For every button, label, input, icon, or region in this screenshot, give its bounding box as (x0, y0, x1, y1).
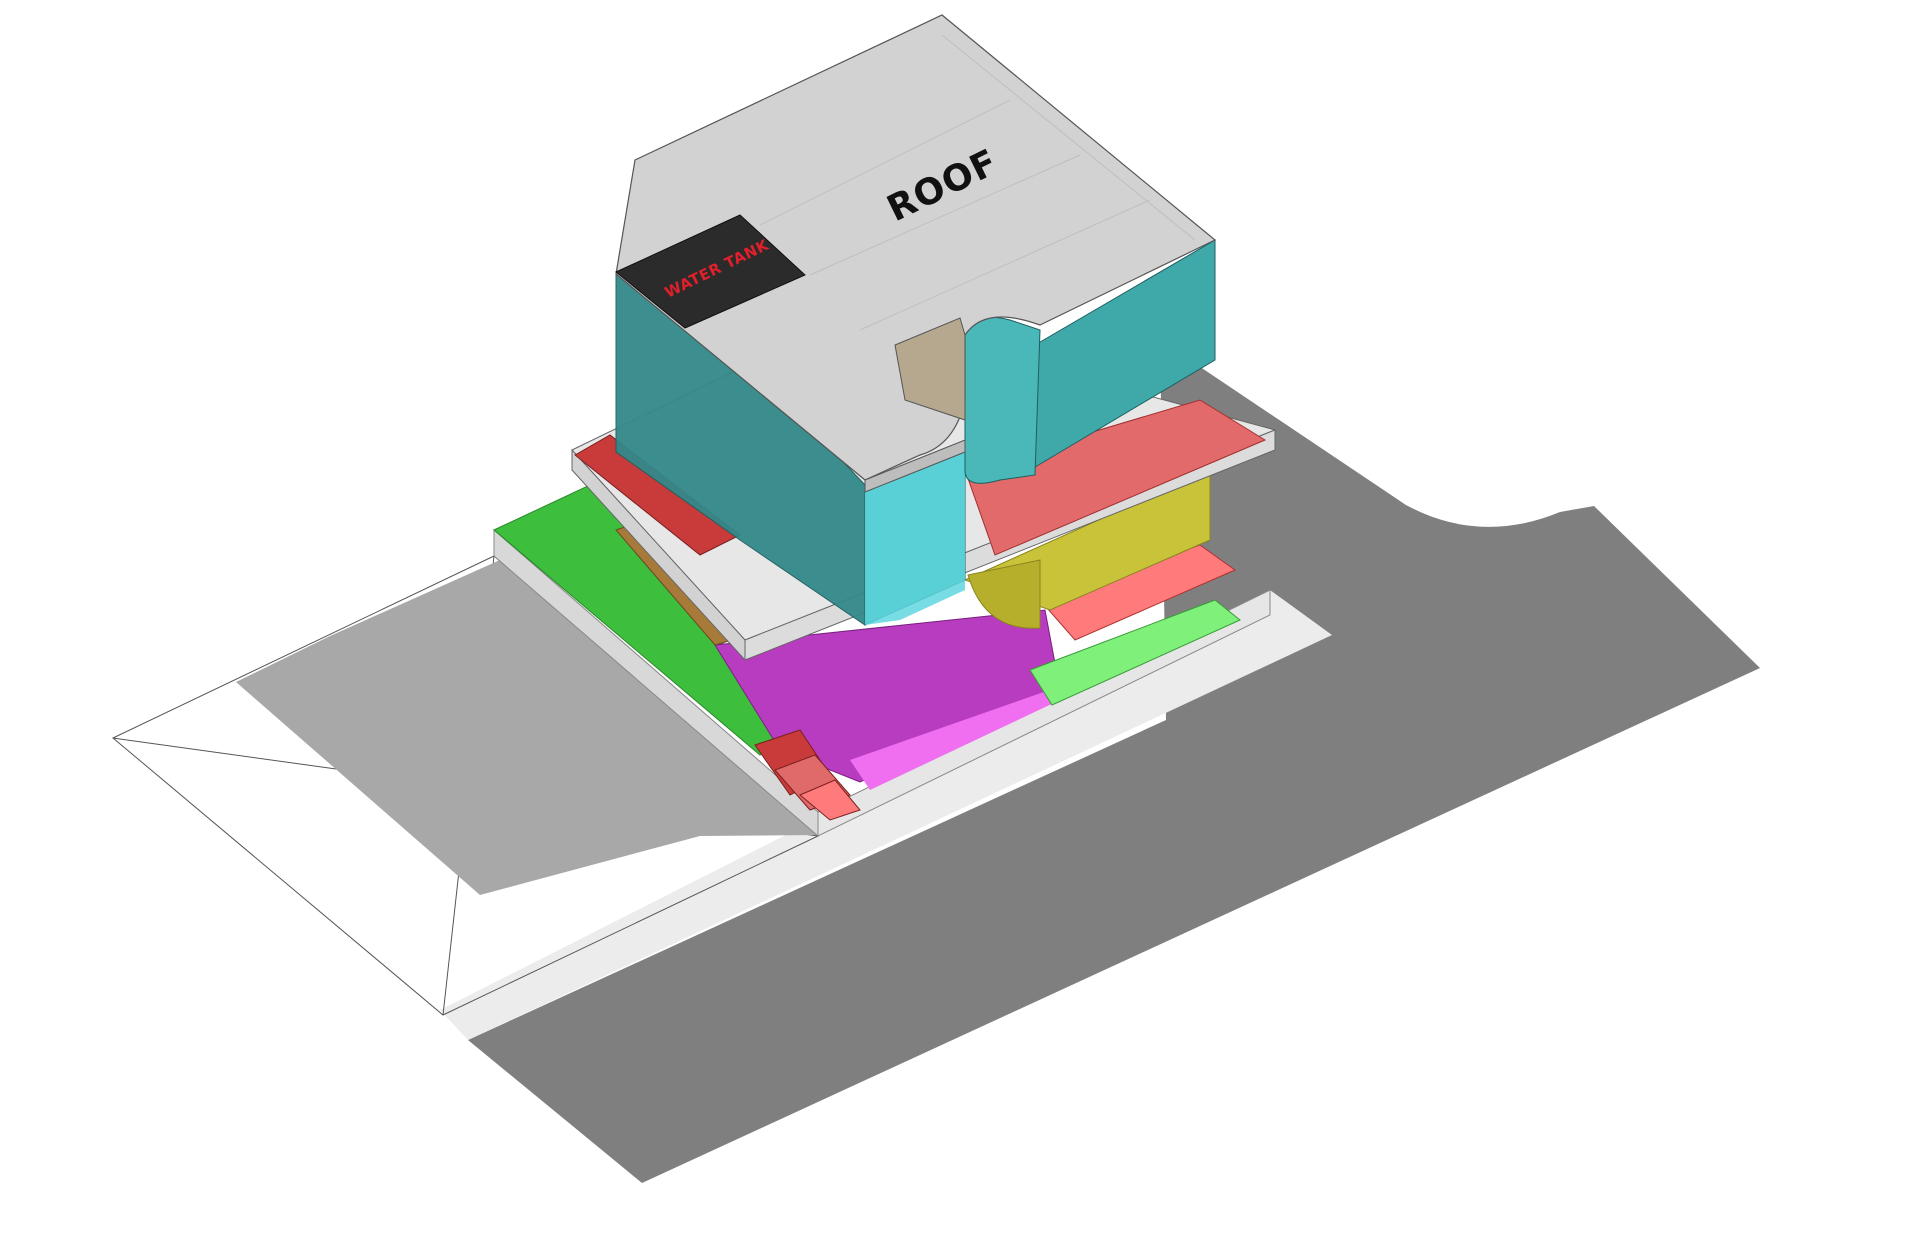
balcony-right (964, 399, 1267, 556)
water-tank (615, 214, 806, 329)
sidewalk (440, 590, 1332, 1040)
road (468, 340, 1760, 1183)
entry-steps (754, 729, 861, 821)
living-floor-light (850, 688, 1060, 790)
building-shadow (236, 560, 820, 895)
ground-curve-olive (967, 559, 1041, 629)
glass-corner-curve (964, 316, 1041, 484)
roof-opening (894, 317, 966, 421)
roof-gridlines (759, 34, 1196, 331)
garden-right (1029, 599, 1241, 706)
roof-side (864, 439, 966, 493)
glass-curve-front (865, 450, 965, 625)
